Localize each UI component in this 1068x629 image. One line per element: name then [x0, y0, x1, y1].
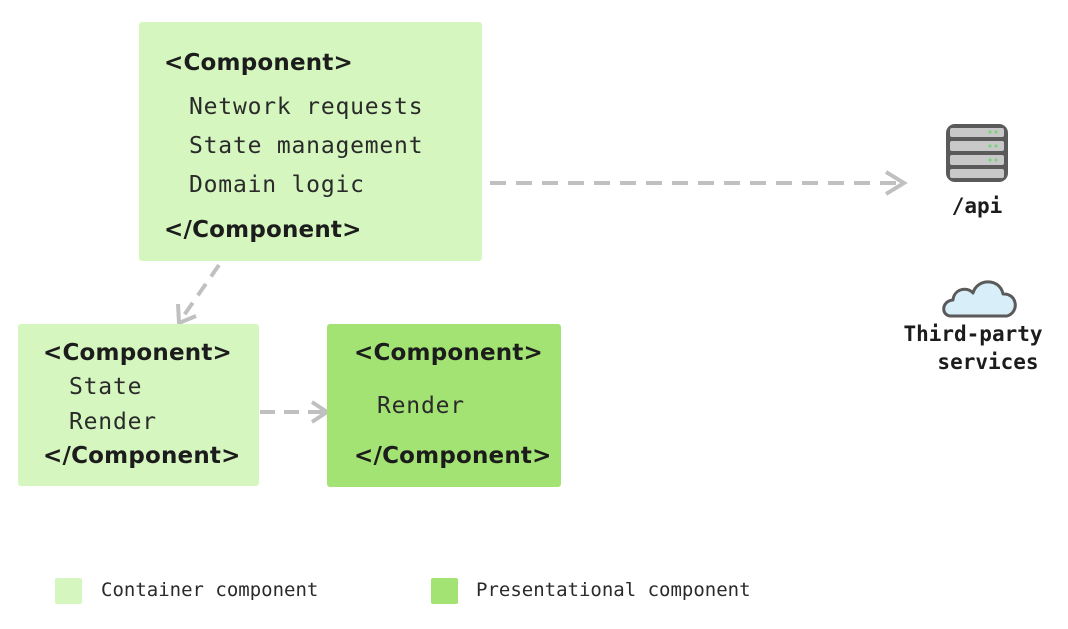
- arrow-to-api-head: [884, 170, 908, 196]
- legend-label-presentational: Presentational component: [476, 579, 751, 601]
- bottom-left-item-render: Render: [69, 409, 157, 435]
- top-container-component: <Component> Network requests State manag…: [139, 22, 482, 261]
- top-open-tag: <Component>: [164, 50, 353, 76]
- bottom-left-item-state: State: [69, 374, 143, 400]
- top-item-network-requests: Network requests: [189, 94, 424, 120]
- third-party-label-line-1: Third-party: [903, 322, 1043, 346]
- bottom-right-item-render: Render: [377, 393, 465, 419]
- top-close-tag: </Component>: [164, 217, 362, 243]
- legend-label-container: Container component: [101, 579, 319, 601]
- bottom-right-presentational-component: <Component> Render </Component>: [327, 324, 561, 487]
- bottom-left-close-tag: </Component>: [43, 443, 241, 469]
- arrow-to-container: [178, 263, 221, 323]
- top-item-domain-logic: Domain logic: [189, 172, 365, 198]
- legend-swatch-container: [55, 578, 82, 604]
- bottom-left-container-component: <Component> State Render </Component>: [18, 324, 259, 486]
- arrow-to-container-head: [176, 303, 197, 326]
- api-label: /api: [951, 194, 1003, 218]
- bottom-left-open-tag: <Component>: [43, 340, 232, 366]
- bottom-right-open-tag: <Component>: [354, 340, 543, 366]
- third-party-label-line-2: services: [937, 350, 1039, 374]
- top-item-state-management: State management: [189, 133, 424, 159]
- bottom-right-close-tag: </Component>: [354, 443, 552, 469]
- legend-swatch-presentational: [431, 578, 458, 604]
